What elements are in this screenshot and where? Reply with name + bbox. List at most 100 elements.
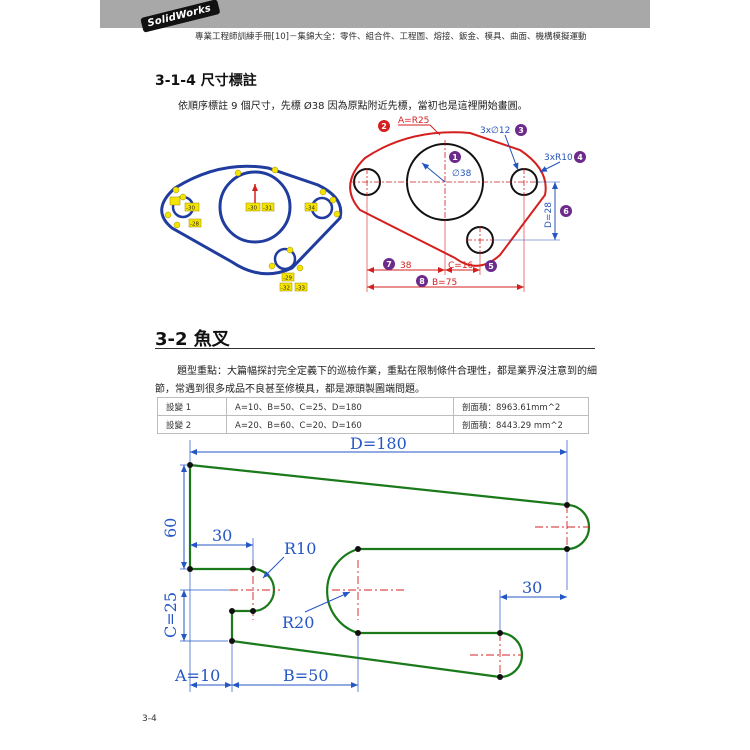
relation-dot bbox=[329, 196, 337, 204]
relation-tag bbox=[169, 196, 181, 206]
order-marker-label: 7 bbox=[386, 260, 392, 269]
table-row: 設變 2 A=20、B=60、C=20、D=160 剖面積：8443.29 mm… bbox=[157, 415, 589, 434]
dim-label-b: B=75 bbox=[432, 278, 457, 288]
vertex bbox=[564, 502, 570, 508]
relation-dot bbox=[172, 186, 180, 194]
relation-label: -31 bbox=[263, 206, 272, 212]
relation-label: -33 bbox=[296, 286, 305, 292]
order-marker bbox=[416, 275, 428, 287]
relation-tag bbox=[245, 202, 261, 212]
relation-tag bbox=[294, 282, 308, 292]
dim-label-60: 60 bbox=[161, 518, 180, 538]
chapter-paragraph: 題型重點：大篇幅探討完全定義下的巡檢作業，重點在限制條件合理性，都是業界沒注意到… bbox=[155, 366, 597, 395]
relation-label: -28 bbox=[190, 222, 199, 228]
relation-tag bbox=[304, 202, 318, 212]
order-marker-label: 8 bbox=[419, 277, 425, 286]
order-marker bbox=[574, 151, 586, 163]
relation-dot bbox=[234, 169, 242, 177]
dim-label-r10: R10 bbox=[284, 539, 316, 558]
dim-label-c: C=25 bbox=[161, 592, 180, 638]
dim-label-a: A=R25 bbox=[398, 116, 429, 126]
vertex bbox=[355, 546, 361, 552]
relation-tag bbox=[261, 202, 275, 212]
dim-label-30-left: 30 bbox=[212, 526, 232, 545]
vertex bbox=[250, 566, 256, 572]
running-header: 專業工程師訓練手冊[10]－集錦大全：零件、組合件、工程圖、熔接、鈑金、模具、曲… bbox=[195, 32, 587, 42]
relation-dot bbox=[173, 221, 181, 229]
variant-name: 設變 2 bbox=[157, 415, 227, 434]
dim-label-30-right: 30 bbox=[522, 578, 542, 597]
relation-dot bbox=[296, 264, 304, 272]
dim-label-38: 38 bbox=[400, 261, 412, 271]
relation-tag bbox=[184, 202, 200, 212]
section-title: 3-1-4 尺寸標註 bbox=[155, 73, 257, 89]
dim-leader bbox=[539, 161, 561, 173]
relation-label: -30 bbox=[186, 206, 195, 212]
vertex bbox=[229, 608, 235, 614]
relation-label: -32 bbox=[281, 286, 290, 292]
variant-params: A=20、B=60、C=20、D=160 bbox=[226, 415, 454, 434]
relation-label: -29 bbox=[283, 276, 292, 282]
relation-dot bbox=[164, 211, 172, 219]
harpoon-figure: D=180 60 30 R10 R20 30 C=25 A=10 B=50 bbox=[161, 434, 591, 692]
section-intro: 依順序標註 9 個尺寸，先標 Ø38 因為原點附近先標，當初也是這裡開始畫圓。 bbox=[178, 101, 528, 112]
variant-name: 設變 1 bbox=[157, 397, 227, 416]
order-marker bbox=[449, 151, 461, 163]
sketch-left-figure: -30 -31 -30 -28 -34 -29 -32 -33 bbox=[160, 164, 343, 292]
order-marker bbox=[515, 124, 527, 136]
dim-leader-r10 bbox=[262, 556, 285, 579]
right-outline bbox=[349, 131, 547, 267]
relation-label: -34 bbox=[306, 206, 315, 212]
vertex bbox=[187, 462, 193, 468]
variant-table: 設變 1 A=10、B=50、C=25、D=180 剖面積：8963.61mm^… bbox=[157, 397, 589, 434]
relation-dot bbox=[319, 188, 327, 196]
order-marker-label: 6 bbox=[563, 207, 569, 216]
order-marker-label: 2 bbox=[381, 122, 387, 131]
dim-label-c: C=16 bbox=[448, 261, 474, 271]
order-marker-label: 4 bbox=[577, 153, 583, 162]
harpoon-profile bbox=[188, 463, 591, 679]
vertex bbox=[187, 566, 193, 572]
vertex bbox=[355, 630, 361, 636]
vertex bbox=[497, 674, 503, 680]
relation-dot bbox=[286, 246, 294, 254]
order-marker-label: 5 bbox=[488, 262, 494, 271]
dim-leader bbox=[429, 124, 441, 136]
dim-label-a: A=10 bbox=[174, 666, 220, 685]
order-marker bbox=[560, 205, 572, 217]
page-number: 3-4 bbox=[142, 714, 157, 724]
left-small-circle bbox=[273, 247, 297, 271]
order-marker bbox=[383, 258, 395, 270]
relation-tag bbox=[279, 282, 293, 292]
relation-dot bbox=[268, 262, 276, 270]
dim-leader-r20 bbox=[304, 591, 351, 613]
dim-leader bbox=[504, 134, 519, 171]
left-big-circle bbox=[218, 170, 292, 244]
relation-label: -30 bbox=[248, 206, 257, 212]
variant-area: 剖面積：8443.29 mm^2 bbox=[453, 415, 589, 434]
chapter-divider bbox=[155, 348, 595, 349]
vertex bbox=[497, 630, 503, 636]
dim-label-b: B=50 bbox=[283, 666, 329, 685]
relation-dot bbox=[179, 193, 187, 201]
chapter-title: 3-2 魚叉 bbox=[155, 329, 230, 350]
dim-label-d: D=28 bbox=[544, 202, 554, 228]
dim-leader bbox=[421, 162, 446, 183]
left-outline bbox=[160, 164, 343, 276]
relation-dot bbox=[333, 210, 341, 218]
relation-tag bbox=[281, 272, 295, 282]
vertex bbox=[250, 608, 256, 614]
dim-label-r20: R20 bbox=[282, 613, 314, 632]
relation-tag bbox=[188, 218, 202, 228]
dim-label-d: D=180 bbox=[350, 434, 407, 453]
vertex bbox=[564, 546, 570, 552]
variant-params: A=10、B=50、C=25、D=180 bbox=[226, 397, 454, 416]
table-row: 設變 1 A=10、B=50、C=25、D=180 剖面積：8963.61mm^… bbox=[157, 397, 589, 416]
order-marker bbox=[485, 260, 497, 272]
relation-dot bbox=[271, 166, 279, 174]
vertex bbox=[229, 638, 235, 644]
dim-label-dia38: ∅38 bbox=[452, 169, 472, 179]
order-marker-label: 1 bbox=[452, 153, 458, 162]
